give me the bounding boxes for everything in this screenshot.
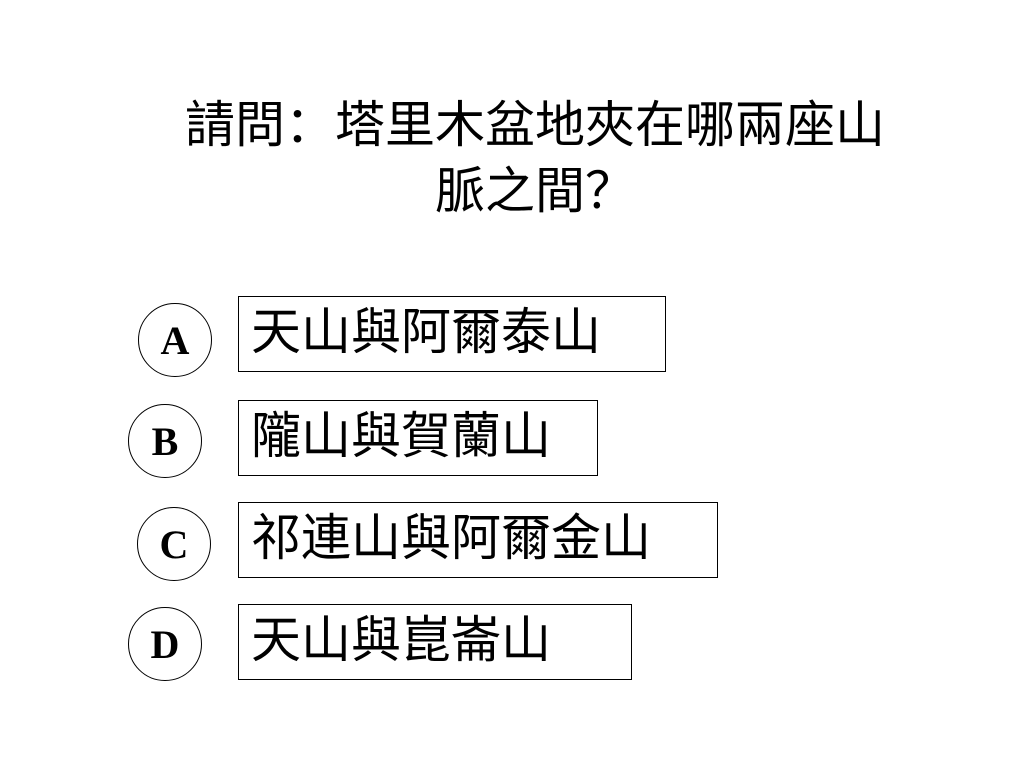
option-d-letter-circle[interactable]: D: [128, 607, 202, 681]
question-line-2: 脈之間？: [435, 162, 635, 220]
option-a-letter-circle[interactable]: A: [138, 303, 212, 377]
option-c-letter-circle[interactable]: C: [137, 507, 211, 581]
question-line-1: 請問：塔里木盆地夾在哪兩座山: [185, 96, 885, 154]
option-d-answer-box[interactable]: 天山與崑崙山: [238, 604, 632, 680]
option-b-letter-circle[interactable]: B: [128, 404, 202, 478]
option-a-answer-box[interactable]: 天山與阿爾泰山: [238, 296, 666, 372]
question-text: 請問：塔里木盆地夾在哪兩座山 脈之間？: [120, 92, 950, 224]
option-b-answer-box[interactable]: 隴山與賀蘭山: [238, 400, 598, 476]
option-c-answer-box[interactable]: 祁連山與阿爾金山: [238, 502, 718, 578]
